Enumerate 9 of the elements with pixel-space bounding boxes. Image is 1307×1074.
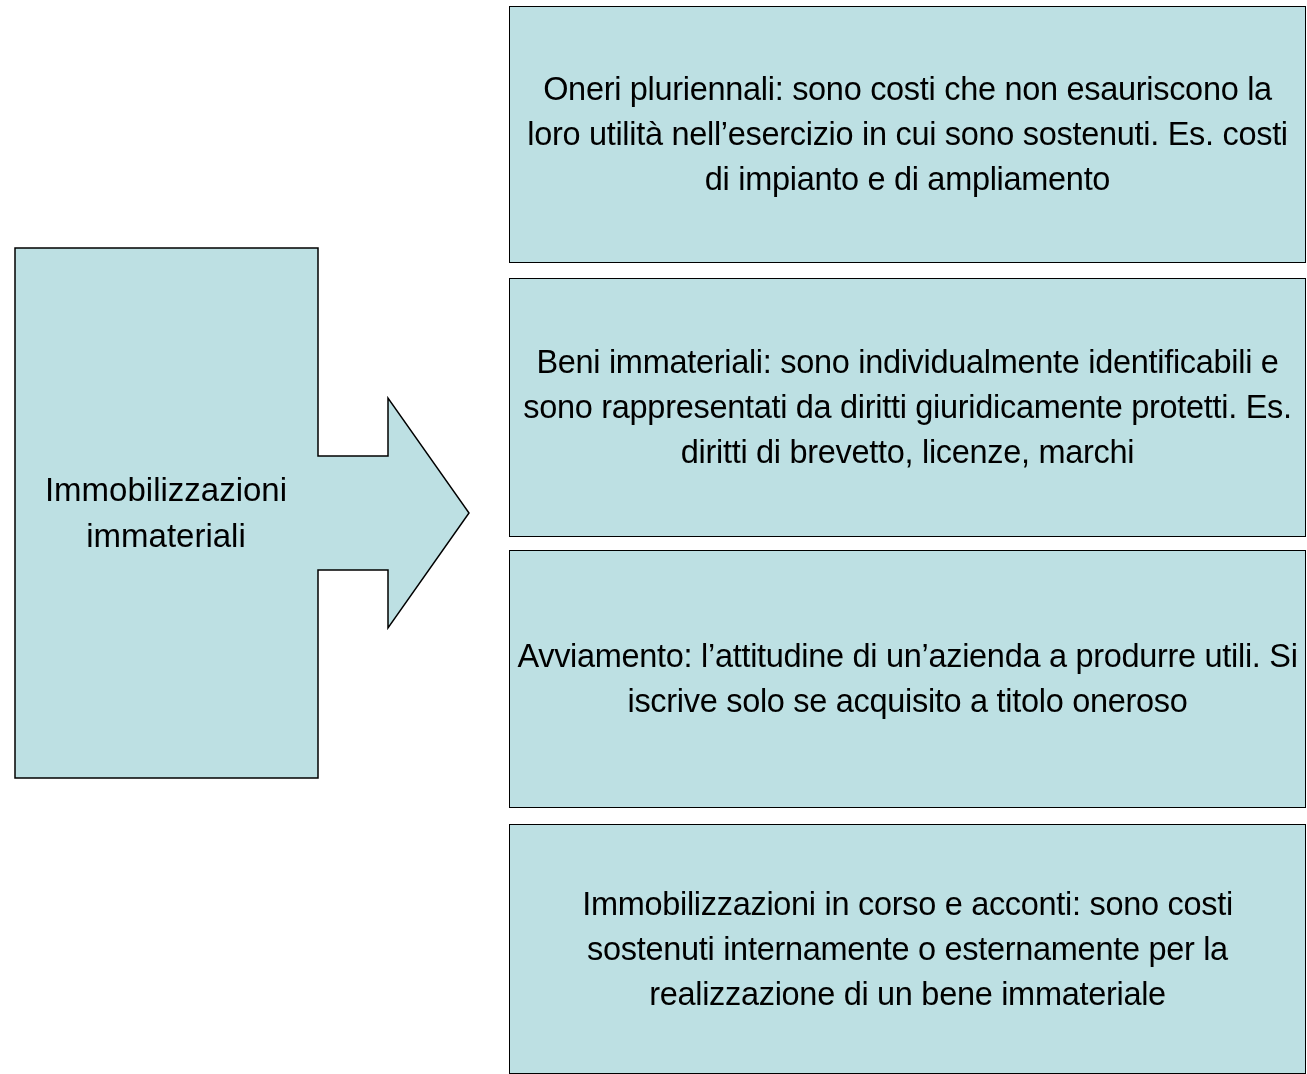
box-text: Oneri pluriennali: sono costi che non esauriscono la loro utilità nell’esercizio in cui sono sostenuti. Es. costi di impianto e di ampliamento	[526, 70, 1289, 199]
box-text: Immobilizzazioni in corso e acconti: sono costi sostenuti internamente o esternamente per la realizzazione di un bene immateriale	[581, 884, 1234, 1014]
box-text: Beni immateriali: sono individualmente identificabili e sono rappresentati da diritti giuridicamente protetti. Es. diritti di brevetto, licenze, marchi	[522, 343, 1293, 472]
text-box	[509, 824, 1306, 1074]
text-box	[509, 6, 1306, 263]
node-label: Immobilizzazioni immateriali	[43, 470, 289, 556]
text-box	[509, 550, 1306, 808]
text-box	[509, 278, 1306, 537]
box-text: Avviamento: l’attitudine di un’azienda a produrre utili. Si iscrive solo se acquisito a titolo oneroso	[516, 637, 1299, 721]
